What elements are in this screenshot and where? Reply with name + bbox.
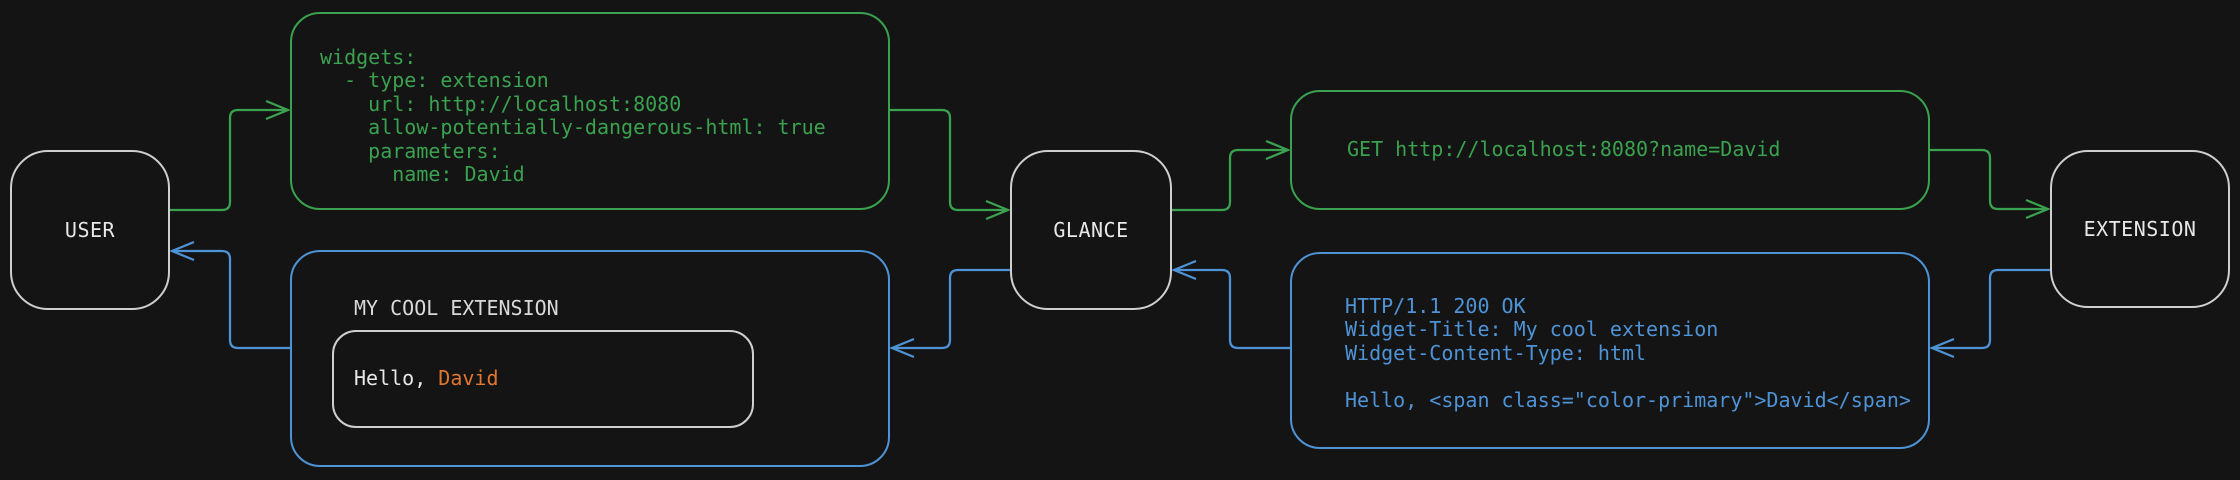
arrow-response-to-glance (1171, 259, 1290, 350)
http-response-box: HTTP/1.1 200 OK Widget-Title: My cool ex… (1290, 252, 1930, 449)
node-extension: EXTENSION (2050, 150, 2230, 308)
widget-title: MY COOL EXTENSION (354, 296, 559, 320)
node-extension-label: EXTENSION (2083, 217, 2197, 241)
config-yaml-box: widgets: - type: extension url: http://l… (290, 12, 890, 210)
arrow-glance-to-widget (889, 268, 1010, 359)
arrow-user-to-config (170, 99, 291, 212)
http-request-code: GET http://localhost:8080?name=David (1347, 137, 1781, 162)
config-yaml-code: widgets: - type: extension url: http://l… (320, 45, 826, 187)
node-user: USER (10, 150, 170, 310)
http-response-code: HTTP/1.1 200 OK Widget-Title: My cool ex… (1345, 294, 1911, 412)
arrow-extension-to-response (1929, 268, 2050, 359)
arrow-glance-to-request (1172, 139, 1291, 212)
widget-content-frame: Hello, David (332, 330, 754, 428)
greeting-text: Hello, David (354, 367, 499, 390)
arrow-config-to-glance (890, 108, 1011, 221)
greeting-name: David (438, 366, 499, 391)
arrow-request-to-extension (1930, 148, 2051, 220)
http-request-box: GET http://localhost:8080?name=David (1290, 90, 1930, 210)
node-glance-label: GLANCE (1053, 218, 1129, 242)
node-user-label: USER (64, 218, 116, 242)
greeting-prefix: Hello, (354, 366, 439, 391)
node-glance: GLANCE (1010, 150, 1172, 310)
rendered-widget-box: MY COOL EXTENSION Hello, David (290, 250, 890, 467)
arrow-widget-to-user (169, 240, 290, 350)
